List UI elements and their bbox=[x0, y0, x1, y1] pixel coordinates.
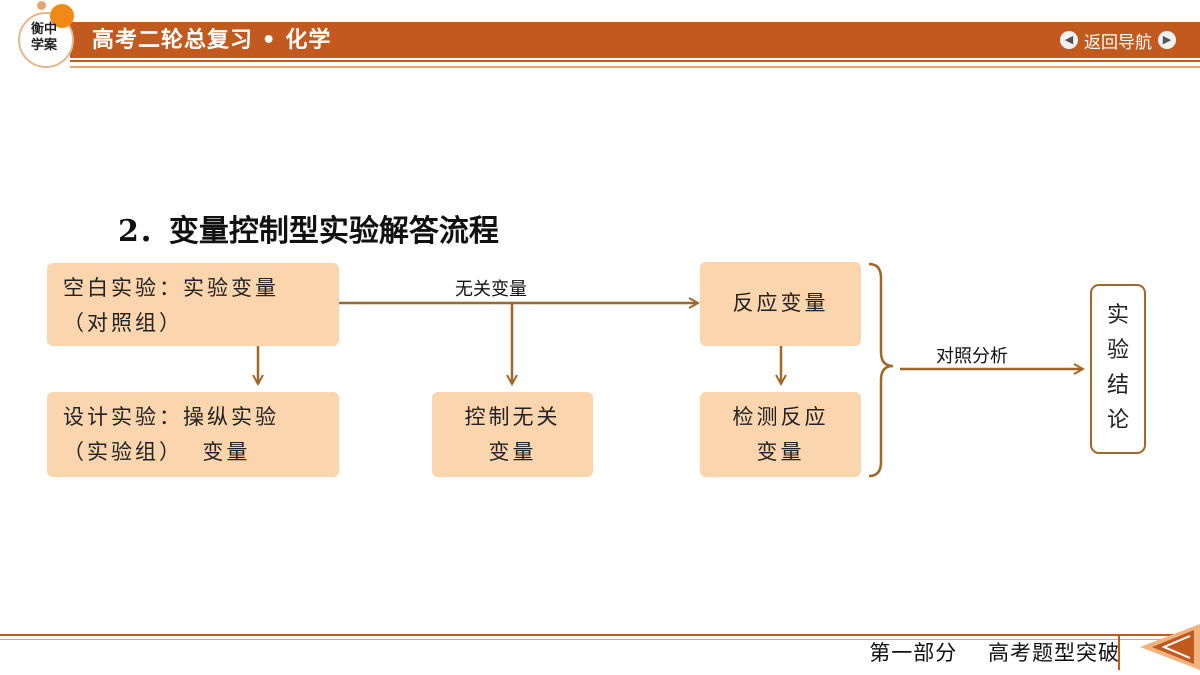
header-bar bbox=[70, 22, 1200, 58]
page-title: 高考二轮总复习 • 化学 bbox=[92, 28, 332, 53]
control-variable-line1: 控制无关 bbox=[464, 405, 561, 429]
header-rule-light bbox=[70, 66, 1200, 68]
logo-text: 衡中 学案 bbox=[30, 22, 57, 53]
footer-section: 高考题型突破 bbox=[988, 641, 1120, 665]
conclusion-box: 实 验 结 论 bbox=[1090, 284, 1146, 454]
conclusion-char-1: 实 bbox=[1106, 303, 1129, 328]
right-brace bbox=[868, 262, 894, 478]
design-experiment-line2: （实验组） 变量 bbox=[63, 440, 251, 464]
response-variable-box: 反应变量 bbox=[700, 262, 861, 346]
conclusion-char-2: 验 bbox=[1106, 338, 1129, 363]
prev-arrow-icon[interactable]: ◀ bbox=[1060, 31, 1078, 49]
blank-experiment-line2: （对照组） bbox=[63, 311, 183, 335]
section-heading: 2．变量控制型实验解答流程 bbox=[118, 214, 499, 249]
logo-dot-small bbox=[37, 1, 46, 10]
back-nav-button[interactable]: ◀ 返回导航 ▶ bbox=[1060, 22, 1176, 58]
footer-separator bbox=[1118, 634, 1120, 670]
back-nav-label[interactable]: 返回导航 bbox=[1084, 32, 1152, 53]
footer-breadcrumb: 第一部分 高考题型突破 bbox=[869, 638, 1120, 670]
logo-dot bbox=[50, 4, 74, 28]
footer-part: 第一部分 bbox=[869, 641, 958, 665]
detect-response-line2: 变量 bbox=[756, 440, 805, 464]
footer-back-arrow-icon[interactable] bbox=[1132, 622, 1200, 672]
compare-analysis-label: 对照分析 bbox=[936, 346, 1008, 366]
blank-experiment-box: 空白实验：实验变量 （对照组） bbox=[47, 263, 339, 346]
next-arrow-icon[interactable]: ▶ bbox=[1158, 31, 1176, 49]
design-experiment-box: 设计实验：操纵实验 （实验组） 变量 bbox=[47, 392, 339, 477]
response-variable-label: 反应变量 bbox=[732, 291, 829, 315]
blank-experiment-line1: 空白实验：实验变量 bbox=[63, 276, 279, 300]
footer-rule-light bbox=[0, 639, 1200, 640]
design-experiment-line1: 设计实验：操纵实验 bbox=[63, 405, 279, 429]
conclusion-char-4: 论 bbox=[1106, 408, 1129, 433]
irrelevant-variable-label: 无关变量 bbox=[455, 279, 527, 299]
control-variable-box: 控制无关 变量 bbox=[432, 392, 593, 477]
detect-response-box: 检测反应 变量 bbox=[700, 392, 861, 477]
detect-response-line1: 检测反应 bbox=[732, 405, 829, 429]
header-rule bbox=[70, 60, 1200, 62]
footer-rule bbox=[0, 634, 1200, 636]
control-variable-line2: 变量 bbox=[488, 440, 537, 464]
conclusion-char-3: 结 bbox=[1106, 373, 1129, 398]
